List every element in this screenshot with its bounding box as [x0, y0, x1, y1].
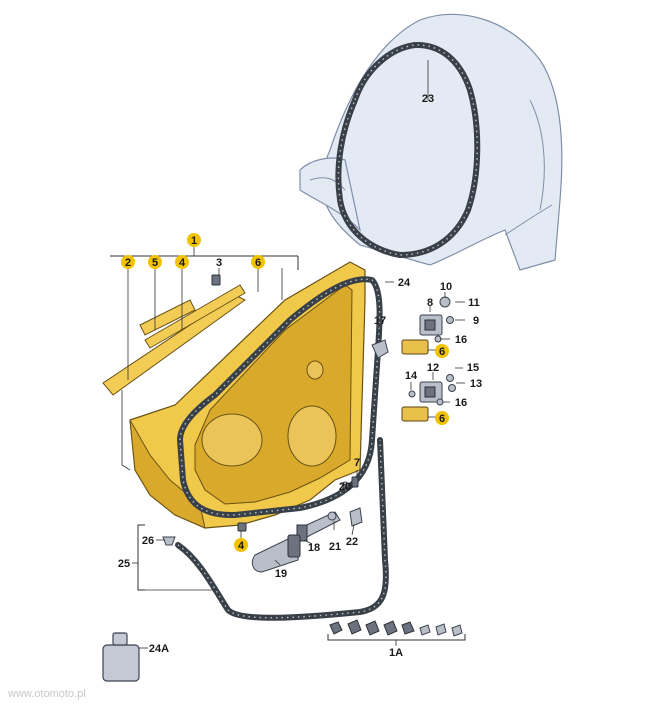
label-22: 22: [346, 536, 358, 548]
label-6-upper: 6: [439, 346, 445, 358]
bracket-17: [371, 339, 389, 359]
label-6-top: 6: [255, 257, 261, 269]
hinge-plate-lower: [401, 406, 429, 422]
label-19: 19: [275, 568, 287, 580]
trim-strip-6: [144, 284, 246, 349]
label-9: 9: [473, 315, 479, 327]
lower-hinge: [401, 374, 456, 422]
bolt-7: [351, 476, 359, 488]
label-1: 1: [191, 235, 197, 247]
upper-hinge: [401, 296, 454, 355]
label-13: 13: [470, 378, 482, 390]
label-20: 20: [339, 481, 351, 493]
door-opening-seal-23: [335, 41, 481, 258]
door-speaker-hole: [287, 405, 337, 467]
label-16-lower: 16: [455, 397, 467, 409]
label-12: 12: [427, 362, 439, 374]
label-4-top: 4: [179, 257, 186, 269]
label-4-lower: 4: [238, 540, 245, 552]
label-16-upper: 16: [455, 334, 467, 346]
label-18: 18: [308, 542, 320, 554]
label-8: 8: [427, 297, 433, 309]
screw-3: [211, 274, 221, 286]
trim-strip-5: [139, 299, 196, 336]
label-17: 17: [374, 315, 386, 327]
label-21: 21: [329, 541, 341, 553]
door-handle-19: [251, 534, 301, 573]
label-2: 2: [125, 257, 131, 269]
label-11: 11: [468, 297, 480, 309]
part-labels: 1 2 3 4 5 6 23 24 10 8 11 9 16 6 17 12 1…: [118, 93, 482, 659]
label-6-lower: 6: [439, 413, 445, 425]
bottle-24A: [102, 632, 140, 682]
label-24A: 24A: [149, 643, 169, 655]
watermark: www.otomoto.pl: [7, 688, 86, 700]
label-7: 7: [354, 457, 360, 469]
label-26: 26: [142, 535, 154, 547]
door-check-strap: [296, 481, 363, 542]
label-3: 3: [216, 257, 222, 269]
label-24: 24: [398, 277, 411, 289]
label-23: 23: [422, 93, 434, 105]
door-shell: [129, 261, 383, 529]
label-14: 14: [405, 370, 418, 382]
door-access-hole: [201, 413, 263, 467]
fastener-set-1A: [329, 619, 463, 637]
label-25: 25: [118, 558, 130, 570]
lower-seal-25: [175, 437, 389, 621]
clip-26: [162, 536, 176, 546]
label-1A: 1A: [389, 647, 403, 659]
screw-4: [237, 522, 247, 532]
label-10: 10: [440, 281, 452, 293]
label-5: 5: [152, 257, 158, 269]
label-15: 15: [467, 362, 479, 374]
hinge-plate-upper: [401, 339, 429, 355]
